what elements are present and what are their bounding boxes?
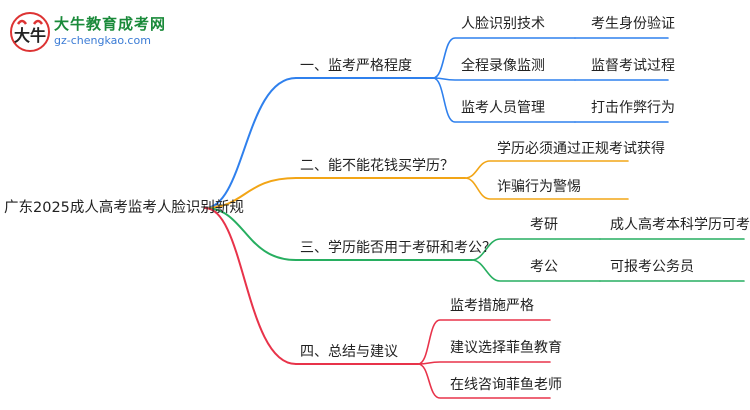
branch-4-item-2: 建议选择菲鱼教育: [450, 340, 562, 356]
branch-1-connector: [204, 77, 297, 209]
branch-1-item-3-leaf: 打击作弊行为: [591, 100, 675, 116]
branch-2-item-2: 诈骗行为警惕: [497, 179, 581, 195]
branch-4-child-2-connector: [417, 361, 551, 365]
branch-4-label: 四、总结与建议: [300, 344, 398, 360]
branch-1-item-1: 人脸识别技术: [461, 16, 545, 32]
branch-1-item-1-leaf: 考生身份验证: [591, 16, 675, 32]
branch-1-child-1-connector: [432, 37, 576, 79]
branch-3-child-2-connector: [471, 259, 601, 282]
site-logo[interactable]: 大牛 大牛教育成考网 gz-chengkao.com: [8, 10, 188, 54]
branch-1-child-3-connector: [432, 77, 576, 123]
branch-4-item-1: 监考措施严格: [450, 298, 534, 314]
branch-1-child-2-connector: [432, 77, 576, 81]
branch-2-item-1: 学历必须通过正规考试获得: [497, 141, 665, 157]
branch-4-child-1-connector: [417, 319, 551, 365]
logo-title: 大牛教育成考网: [54, 15, 167, 33]
branch-3-item-2: 考公: [530, 259, 558, 275]
branch-4-item-3: 在线咨询菲鱼老师: [450, 377, 562, 393]
branch-4-child-3-connector: [417, 363, 551, 399]
branch-3-item-1: 考研: [530, 217, 558, 233]
branch-2-child-2-connector: [464, 177, 629, 200]
branch-1-item-2: 全程录像监测: [461, 58, 545, 74]
branch-1-label: 一、监考严格程度: [300, 58, 412, 74]
logo-url: gz-chengkao.com: [54, 34, 151, 47]
branch-2-label: 二、能不能花钱买学历？: [300, 158, 454, 174]
branch-2-child-1-connector: [464, 160, 629, 179]
branch-1-item-3: 监考人员管理: [461, 100, 545, 116]
branch-3-item-2-leaf: 可报考公务员: [610, 259, 694, 275]
branch-3-label: 三、学历能否用于考研和考公？: [300, 240, 496, 256]
branch-4-connector: [204, 207, 297, 365]
svg-text:大牛: 大牛: [14, 26, 46, 45]
branch-3-connector: [204, 207, 297, 261]
branch-2-connector: [204, 177, 297, 209]
root-topic: 广东2025成人高考监考人脸识别新规: [4, 200, 244, 216]
bull-logo-icon: 大牛: [10, 12, 50, 52]
branch-3-item-1-leaf: 成人高考本科学历可考研: [610, 217, 750, 233]
branch-1-item-2-leaf: 监督考试过程: [591, 58, 675, 74]
branch-3-child-1-connector: [471, 238, 601, 261]
